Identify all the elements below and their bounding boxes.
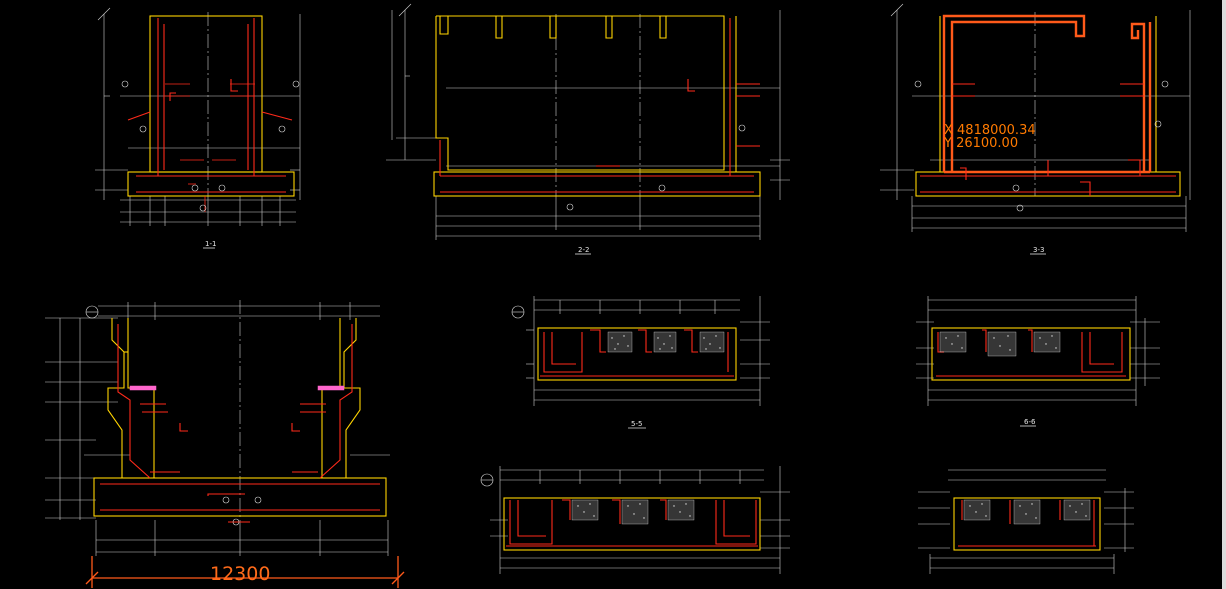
coordinate-x-readout: X 4818000.34: [944, 123, 1036, 138]
section-5-5: [511, 296, 770, 429]
coordinate-y-readout: Y 26100.00: [943, 136, 1018, 151]
section-4-large: [45, 300, 405, 588]
sealant-hatch-left: [129, 385, 157, 391]
section-2-2: [386, 3, 790, 255]
section-6-6: [916, 296, 1160, 427]
section-8: [918, 469, 1134, 574]
section-title-2-2: 2-2: [578, 246, 589, 254]
section-title-1-1: 1-1: [205, 240, 216, 248]
window-edge: [1222, 0, 1226, 589]
sealant-hatch-right: [317, 385, 345, 391]
section-title-6-6: 6-6: [1024, 418, 1036, 426]
section-1-1: [95, 7, 301, 249]
concrete-fill-cells-5-5: [607, 331, 725, 353]
section-3-3: [880, 3, 1191, 255]
section-title-3-3: 3-3: [1033, 246, 1044, 254]
overall-width-dimension: 12300: [210, 563, 270, 585]
section-title-5-5: 5-5: [631, 420, 642, 428]
section-7: [480, 466, 790, 574]
